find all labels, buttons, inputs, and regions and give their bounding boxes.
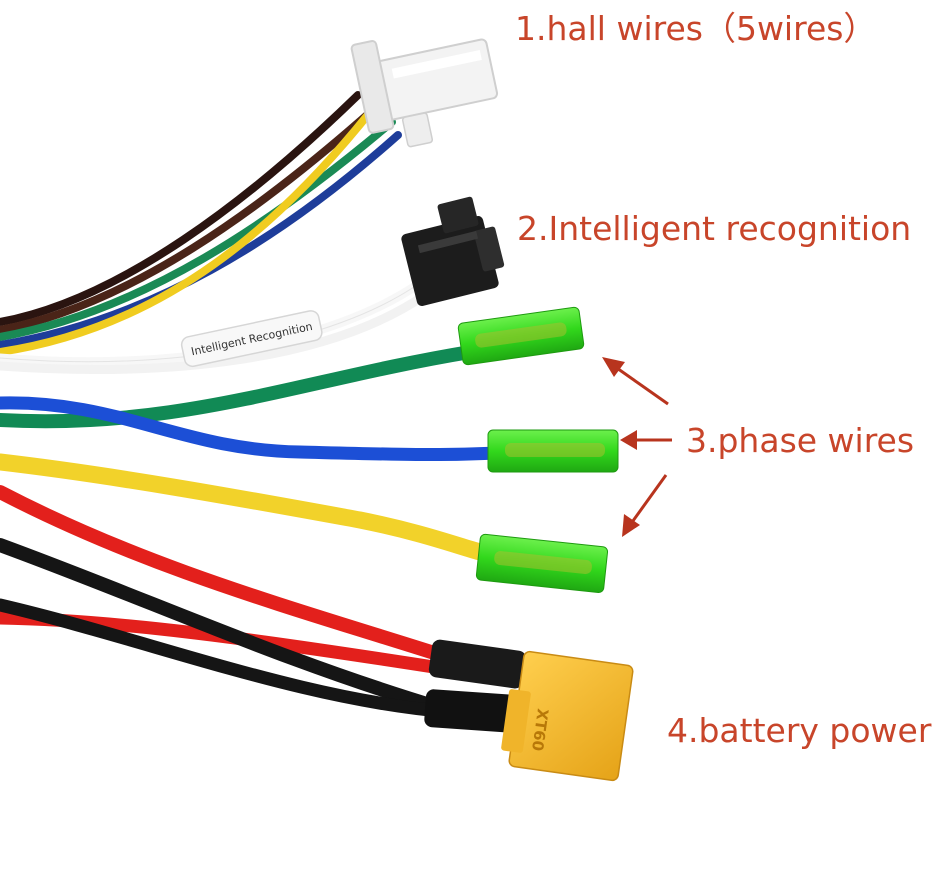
label-hall-wires: 1.hall wires（5wires） [515,9,877,48]
label-phase-wires: 3.phase wires [686,421,915,460]
xt60-connector: XT60 [501,650,634,782]
arrow-to-green-terminal [602,357,669,406]
phase-terminal-blue [487,429,619,473]
recognition-connector [401,196,505,307]
phase-wire-yellow [0,453,489,561]
arrow-to-blue-terminal [620,430,672,450]
label-battery-power: 4.battery power [667,711,932,750]
arrow-to-yellow-terminal [622,474,668,537]
phase-wire-blue [0,396,502,462]
phase-terminal-yellow [475,533,609,593]
recognition-sleeve: Intelligent Recognition [180,310,323,368]
hall-wires [0,89,402,356]
phase-terminal-green [457,306,585,366]
hall-connector [350,38,499,148]
xt60-marking: XT60 [528,707,552,752]
battery-wire-black [0,538,457,719]
battery-heatshrink [424,639,527,733]
phase-wire-green [0,345,477,429]
label-intelligent-recognition: 2.Intelligent recognition [517,209,912,248]
